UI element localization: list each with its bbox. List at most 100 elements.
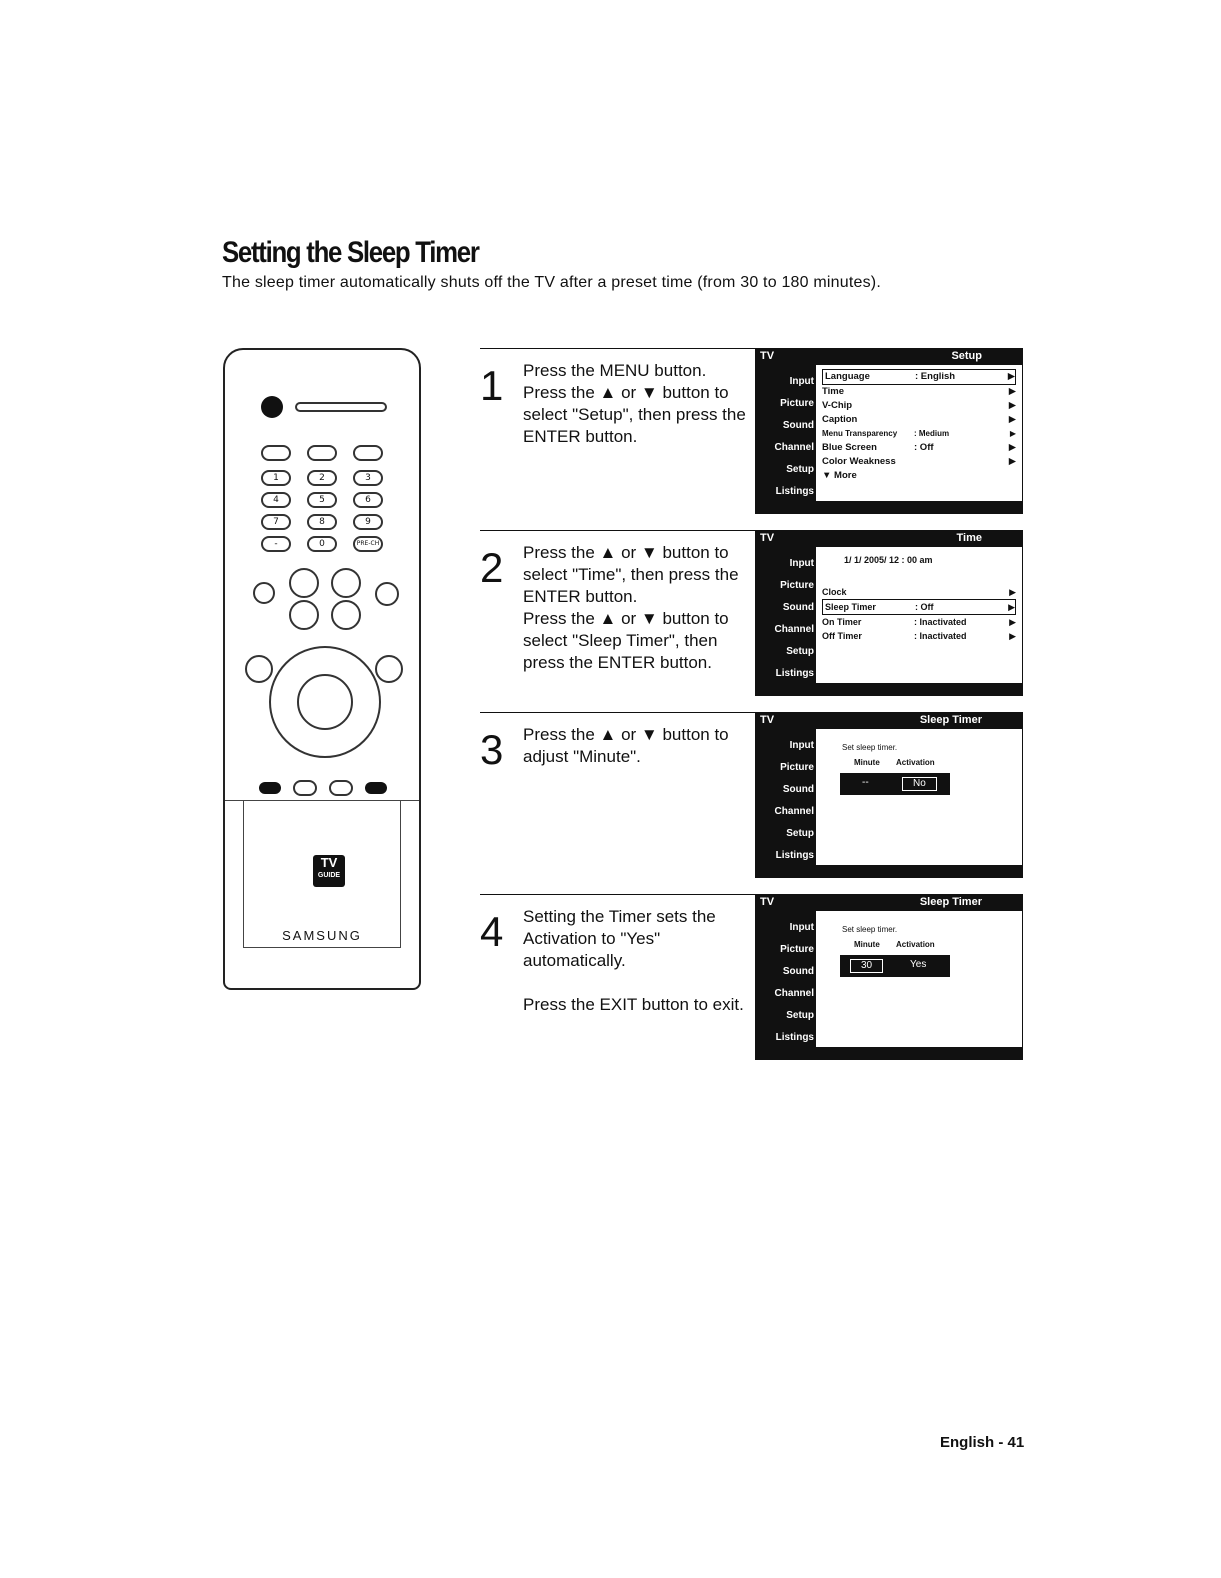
step-1: 1 Press the MENU button. Press the ▲ or … <box>480 348 1025 516</box>
minute-column-label: Minute <box>854 758 880 767</box>
sleep-timer-values: -- No <box>840 773 950 795</box>
sidebar-item-sound: Sound <box>782 602 814 613</box>
menu-sidebar: Input Picture Sound Channel Setup Listin… <box>756 911 816 1047</box>
enter-button-icon <box>297 674 353 730</box>
step-4: 4 Setting the Timer sets the Activation … <box>480 894 1025 1062</box>
menu-sidebar: Input Picture Sound Channel Setup Listin… <box>756 365 816 501</box>
channel-up-icon <box>331 568 361 598</box>
menu-button-icon <box>245 655 273 683</box>
remote-divider <box>225 800 419 801</box>
digit-button: - <box>261 536 291 552</box>
step-3: 3 Press the ▲ or ▼ button to adjust "Min… <box>480 712 1025 880</box>
tv-menu-screenshot: TV Sleep Timer Input Picture Sound Chann… <box>755 894 1023 1060</box>
sleep-timer-prompt: Set sleep timer. <box>842 925 898 934</box>
sidebar-item-setup: Setup <box>786 828 814 839</box>
menu-title-bar: TV Sleep Timer <box>756 713 1022 729</box>
digit-button: 1 <box>261 470 291 486</box>
step-rule <box>480 894 755 895</box>
tv-menu-screenshot: TV Time Input Picture Sound Channel Setu… <box>755 530 1023 696</box>
menu-row-label: Time <box>822 386 845 397</box>
sidebar-item-input: Input <box>789 740 814 751</box>
menu-row-label: Sleep Timer <box>825 602 876 612</box>
digit-button: 2 <box>307 470 337 486</box>
step-number: 3 <box>480 726 504 773</box>
mute-button-icon <box>253 582 275 604</box>
menu-title-bar: TV Setup <box>756 349 1022 365</box>
sidebar-item-listings: Listings <box>775 1032 814 1043</box>
blue-button-icon <box>365 782 387 794</box>
menu-row: V-Chip▶ <box>822 400 1016 411</box>
menu-footer <box>756 683 1022 695</box>
source-button-icon <box>375 582 399 606</box>
menu-footer <box>756 865 1022 877</box>
menu-title: Time <box>956 532 982 544</box>
menu-row: Clock▶ <box>822 587 1016 597</box>
menu-sidebar: Input Picture Sound Channel Setup Listin… <box>756 547 816 683</box>
menu-sidebar: Input Picture Sound Channel Setup Listin… <box>756 729 816 865</box>
menu-title: Sleep Timer <box>919 896 982 908</box>
menu-row: Sleep Timer: Off▶ <box>822 599 1016 615</box>
menu-row-label: ▼ More <box>822 470 857 481</box>
sidebar-item-channel: Channel <box>774 988 814 999</box>
navigation-dpad-icon <box>269 646 381 758</box>
red-button-icon <box>259 782 281 794</box>
sidebar-item-input: Input <box>789 376 814 387</box>
menu-row: Caption▶ <box>822 414 1016 425</box>
step-number: 2 <box>480 544 504 591</box>
menu-footer <box>756 501 1022 513</box>
menu-row-value: : Off <box>914 442 934 453</box>
menu-row-label: Caption <box>822 414 858 425</box>
sidebar-item-channel: Channel <box>774 442 814 453</box>
step-number: 1 <box>480 362 504 409</box>
remote-control-illustration: 1 2 3 4 5 6 7 8 9 - 0 PRE-CH TV GUIDE SA… <box>223 348 421 990</box>
sidebar-item-sound: Sound <box>782 420 814 431</box>
sleep-timer-prompt: Set sleep timer. <box>842 743 898 752</box>
minute-value: 30 <box>850 959 884 973</box>
exit-button-icon <box>375 655 403 683</box>
menu-row: Color Weakness▶ <box>822 456 1016 467</box>
step-instructions: Press the MENU button. Press the ▲ or ▼ … <box>523 361 746 446</box>
menu-row-label: Menu Transparency <box>822 429 898 438</box>
sidebar-item-input: Input <box>789 922 814 933</box>
digit-button: 3 <box>353 470 383 486</box>
digit-button: 9 <box>353 514 383 530</box>
menu-row: Language: English▶ <box>822 369 1016 385</box>
sidebar-item-picture: Picture <box>780 580 814 591</box>
menu-row-label: Clock <box>822 587 847 597</box>
menu-row-value: : Inactivated <box>914 631 967 641</box>
tv-menu-screenshot: TV Setup Input Picture Sound Channel Set… <box>755 348 1023 514</box>
activation-column-label: Activation <box>896 758 935 767</box>
tv-menu-screenshot: TV Sleep Timer Input Picture Sound Chann… <box>755 712 1023 878</box>
digit-button: 5 <box>307 492 337 508</box>
menu-row: On Timer: Inactivated▶ <box>822 617 1016 627</box>
volume-up-icon <box>289 568 319 598</box>
menu-row-label: On Timer <box>822 617 862 627</box>
sidebar-item-picture: Picture <box>780 762 814 773</box>
menu-title: Setup <box>951 350 982 362</box>
menu-title-bar: TV Sleep Timer <box>756 895 1022 911</box>
sleep-timer-values: 30 Yes <box>840 955 950 977</box>
remote-lower-section <box>243 800 401 948</box>
menu-row-label: Language <box>825 371 870 382</box>
tv-guide-logo-tv: TV <box>320 855 338 870</box>
menu-title-bar: TV Time <box>756 531 1022 547</box>
menu-tv-label: TV <box>760 532 775 544</box>
menu-row-label: Off Timer <box>822 631 862 641</box>
sidebar-item-channel: Channel <box>774 624 814 635</box>
sidebar-item-setup: Setup <box>786 1010 814 1021</box>
sleep-timer-columns: Minute Activation <box>854 758 935 767</box>
step-number: 4 <box>480 908 504 955</box>
menu-row-label: Color Weakness <box>822 456 896 467</box>
menu-tv-label: TV <box>760 896 775 908</box>
digit-button: 4 <box>261 492 291 508</box>
menu-list: Clock▶ Sleep Timer: Off▶ On Timer: Inact… <box>822 585 1016 643</box>
yellow-button-icon <box>329 780 353 796</box>
activation-value: Yes <box>910 959 927 970</box>
step-2: 2 Press the ▲ or ▼ button to select "Tim… <box>480 530 1025 698</box>
sidebar-item-setup: Setup <box>786 464 814 475</box>
menu-row-value: : Medium <box>914 429 950 438</box>
activation-value: No <box>902 777 937 791</box>
menu-row-value: : Off <box>915 602 934 612</box>
digit-button: 7 <box>261 514 291 530</box>
sleep-timer-columns: Minute Activation <box>854 940 935 949</box>
